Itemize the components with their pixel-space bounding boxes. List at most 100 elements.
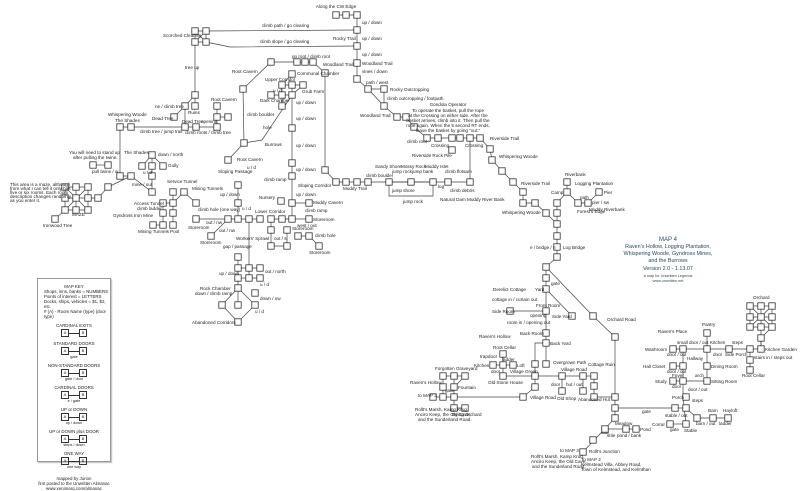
exit-label-climb-tree-jump: climb tree / jump trail — [140, 129, 182, 134]
room-box — [127, 123, 135, 131]
room-label-scorched: Scorched Clearing — [163, 33, 201, 38]
exit-label-cottage-in: cottage in / curtain out — [492, 297, 538, 302]
room-box — [429, 393, 437, 401]
room-box — [61, 183, 69, 191]
room-box — [278, 81, 286, 89]
room-box — [531, 383, 539, 391]
room-box — [611, 414, 619, 422]
room-label-riverbank: Riverbank — [565, 172, 586, 177]
room-box — [72, 206, 80, 214]
room-box — [531, 372, 539, 380]
room-box — [542, 209, 550, 217]
room-box — [104, 183, 112, 191]
room-label-gully: Gully — [168, 163, 179, 168]
room-box — [84, 183, 92, 191]
room-box — [234, 301, 242, 309]
room-box — [288, 215, 296, 223]
room-box — [283, 242, 291, 250]
exit-label-stile: stile — [607, 433, 616, 438]
room-label-gondola-note5: leave the basket by going "out." — [416, 128, 481, 133]
room-label-muddy-cavern: Muddy Cavern — [313, 200, 343, 205]
exit-label-down-climb-ramp: down / climb ramp — [195, 291, 233, 296]
room-label-storeroom4: Storeroom — [292, 226, 314, 231]
exit-label-gate: gate — [551, 281, 560, 286]
room-label-map3b-dest3: and the Sunderland Road. — [532, 464, 586, 469]
map-number: MAP 4 — [659, 237, 678, 243]
room-label-muddy-river-bank: Muddy River Bank — [467, 197, 505, 202]
exit-label-log: log — [438, 184, 445, 189]
room-box — [579, 448, 587, 456]
exit-label-door4: door — [672, 384, 682, 389]
room-box — [590, 393, 598, 401]
room-box — [595, 188, 603, 196]
exit-label-ne-climb-tree: ne / climb tree — [155, 104, 184, 109]
room-label-corral: Corral — [652, 422, 665, 427]
room-box — [192, 215, 200, 223]
room-label-village-green: Village Green — [510, 369, 538, 374]
room-box — [148, 188, 156, 196]
room-box — [72, 183, 80, 191]
room-box — [601, 425, 609, 433]
room-box — [380, 102, 388, 110]
room-box — [746, 345, 754, 353]
room-label-map3b-dest2: Anciro Keep, the Old Cave, — [531, 459, 587, 464]
room-label-woodland-trail: Woodland Trail — [362, 61, 393, 66]
room-box — [448, 134, 456, 142]
room-box — [169, 221, 177, 229]
exit-label-mine-out: mine / out — [132, 182, 153, 187]
room-box — [553, 209, 561, 217]
room-label-service-tunnel: Service Tunnel — [167, 179, 197, 184]
exit-label-out-north: out / north — [265, 269, 286, 274]
room-label-map3-dest2: Anciro Keep, the Old Cave, — [415, 412, 471, 417]
room-box — [439, 383, 447, 391]
key-box: B — [79, 391, 87, 399]
room-box — [757, 323, 765, 331]
key-box: A — [61, 457, 69, 465]
room-connection — [582, 417, 616, 453]
exit-label-climb-root: climb root — [407, 139, 428, 144]
key-line-oneway — [69, 460, 79, 462]
room-label-root-cellar: Root Cellar — [493, 345, 516, 350]
room-label-to-map2: to MAP 2 — [582, 457, 601, 462]
room-box — [519, 393, 527, 401]
room-box — [288, 70, 296, 78]
exit-label-steps: steps — [732, 340, 744, 345]
room-box — [138, 162, 146, 170]
room-label-kitchen-garden: Kitchen Garden — [765, 347, 797, 352]
room-box — [385, 178, 393, 186]
room-box — [558, 372, 566, 380]
room-box — [519, 199, 527, 207]
room-box — [224, 156, 232, 164]
room-label-hayloft: Hayloft — [723, 408, 738, 413]
room-box — [321, 69, 329, 77]
room-label-dying-orchard: Dying Orchard — [452, 412, 482, 417]
room-box — [180, 188, 188, 196]
room-label-derelict: Derelict Cottage — [493, 287, 526, 292]
exit-label-pier-sw: pier / sw — [592, 200, 610, 205]
room-box — [669, 377, 677, 385]
exit-label-up-down: up / down — [296, 116, 316, 121]
room-label-abandoned-corridors: Abandoned Corridors — [192, 320, 236, 325]
room-box — [519, 188, 527, 196]
key-line: Docks, ships, vehicles = $1, $2, etc. — [44, 299, 106, 309]
room-box — [245, 264, 253, 272]
key-sub: one way — [66, 465, 82, 469]
exit-label-gate3: gate — [642, 409, 651, 414]
map-subtitle: a map for Unwritten Legends — [644, 274, 693, 278]
room-label-workers-sprawl: Workers' Sprawl — [236, 236, 269, 241]
room-label-gondola-note2: at the Crossing on either side. After th… — [408, 113, 488, 118]
room-label-stand-note2: after pulling the twine. — [73, 155, 118, 160]
room-label-sitting-room: Sitting Room — [711, 379, 737, 384]
key-title: MAP KEY — [64, 284, 84, 289]
room-box — [251, 289, 259, 297]
map-title-line2: Whispering Woode, Gyndross Mines, — [624, 251, 713, 257]
room-label-foyer: Foyer — [672, 373, 684, 378]
exit-label-door-out2: door / out — [667, 369, 687, 374]
room-box — [410, 123, 418, 131]
key-box: B — [79, 369, 87, 377]
room-connection — [545, 203, 558, 364]
room-box — [461, 404, 469, 412]
room-box — [278, 102, 286, 110]
